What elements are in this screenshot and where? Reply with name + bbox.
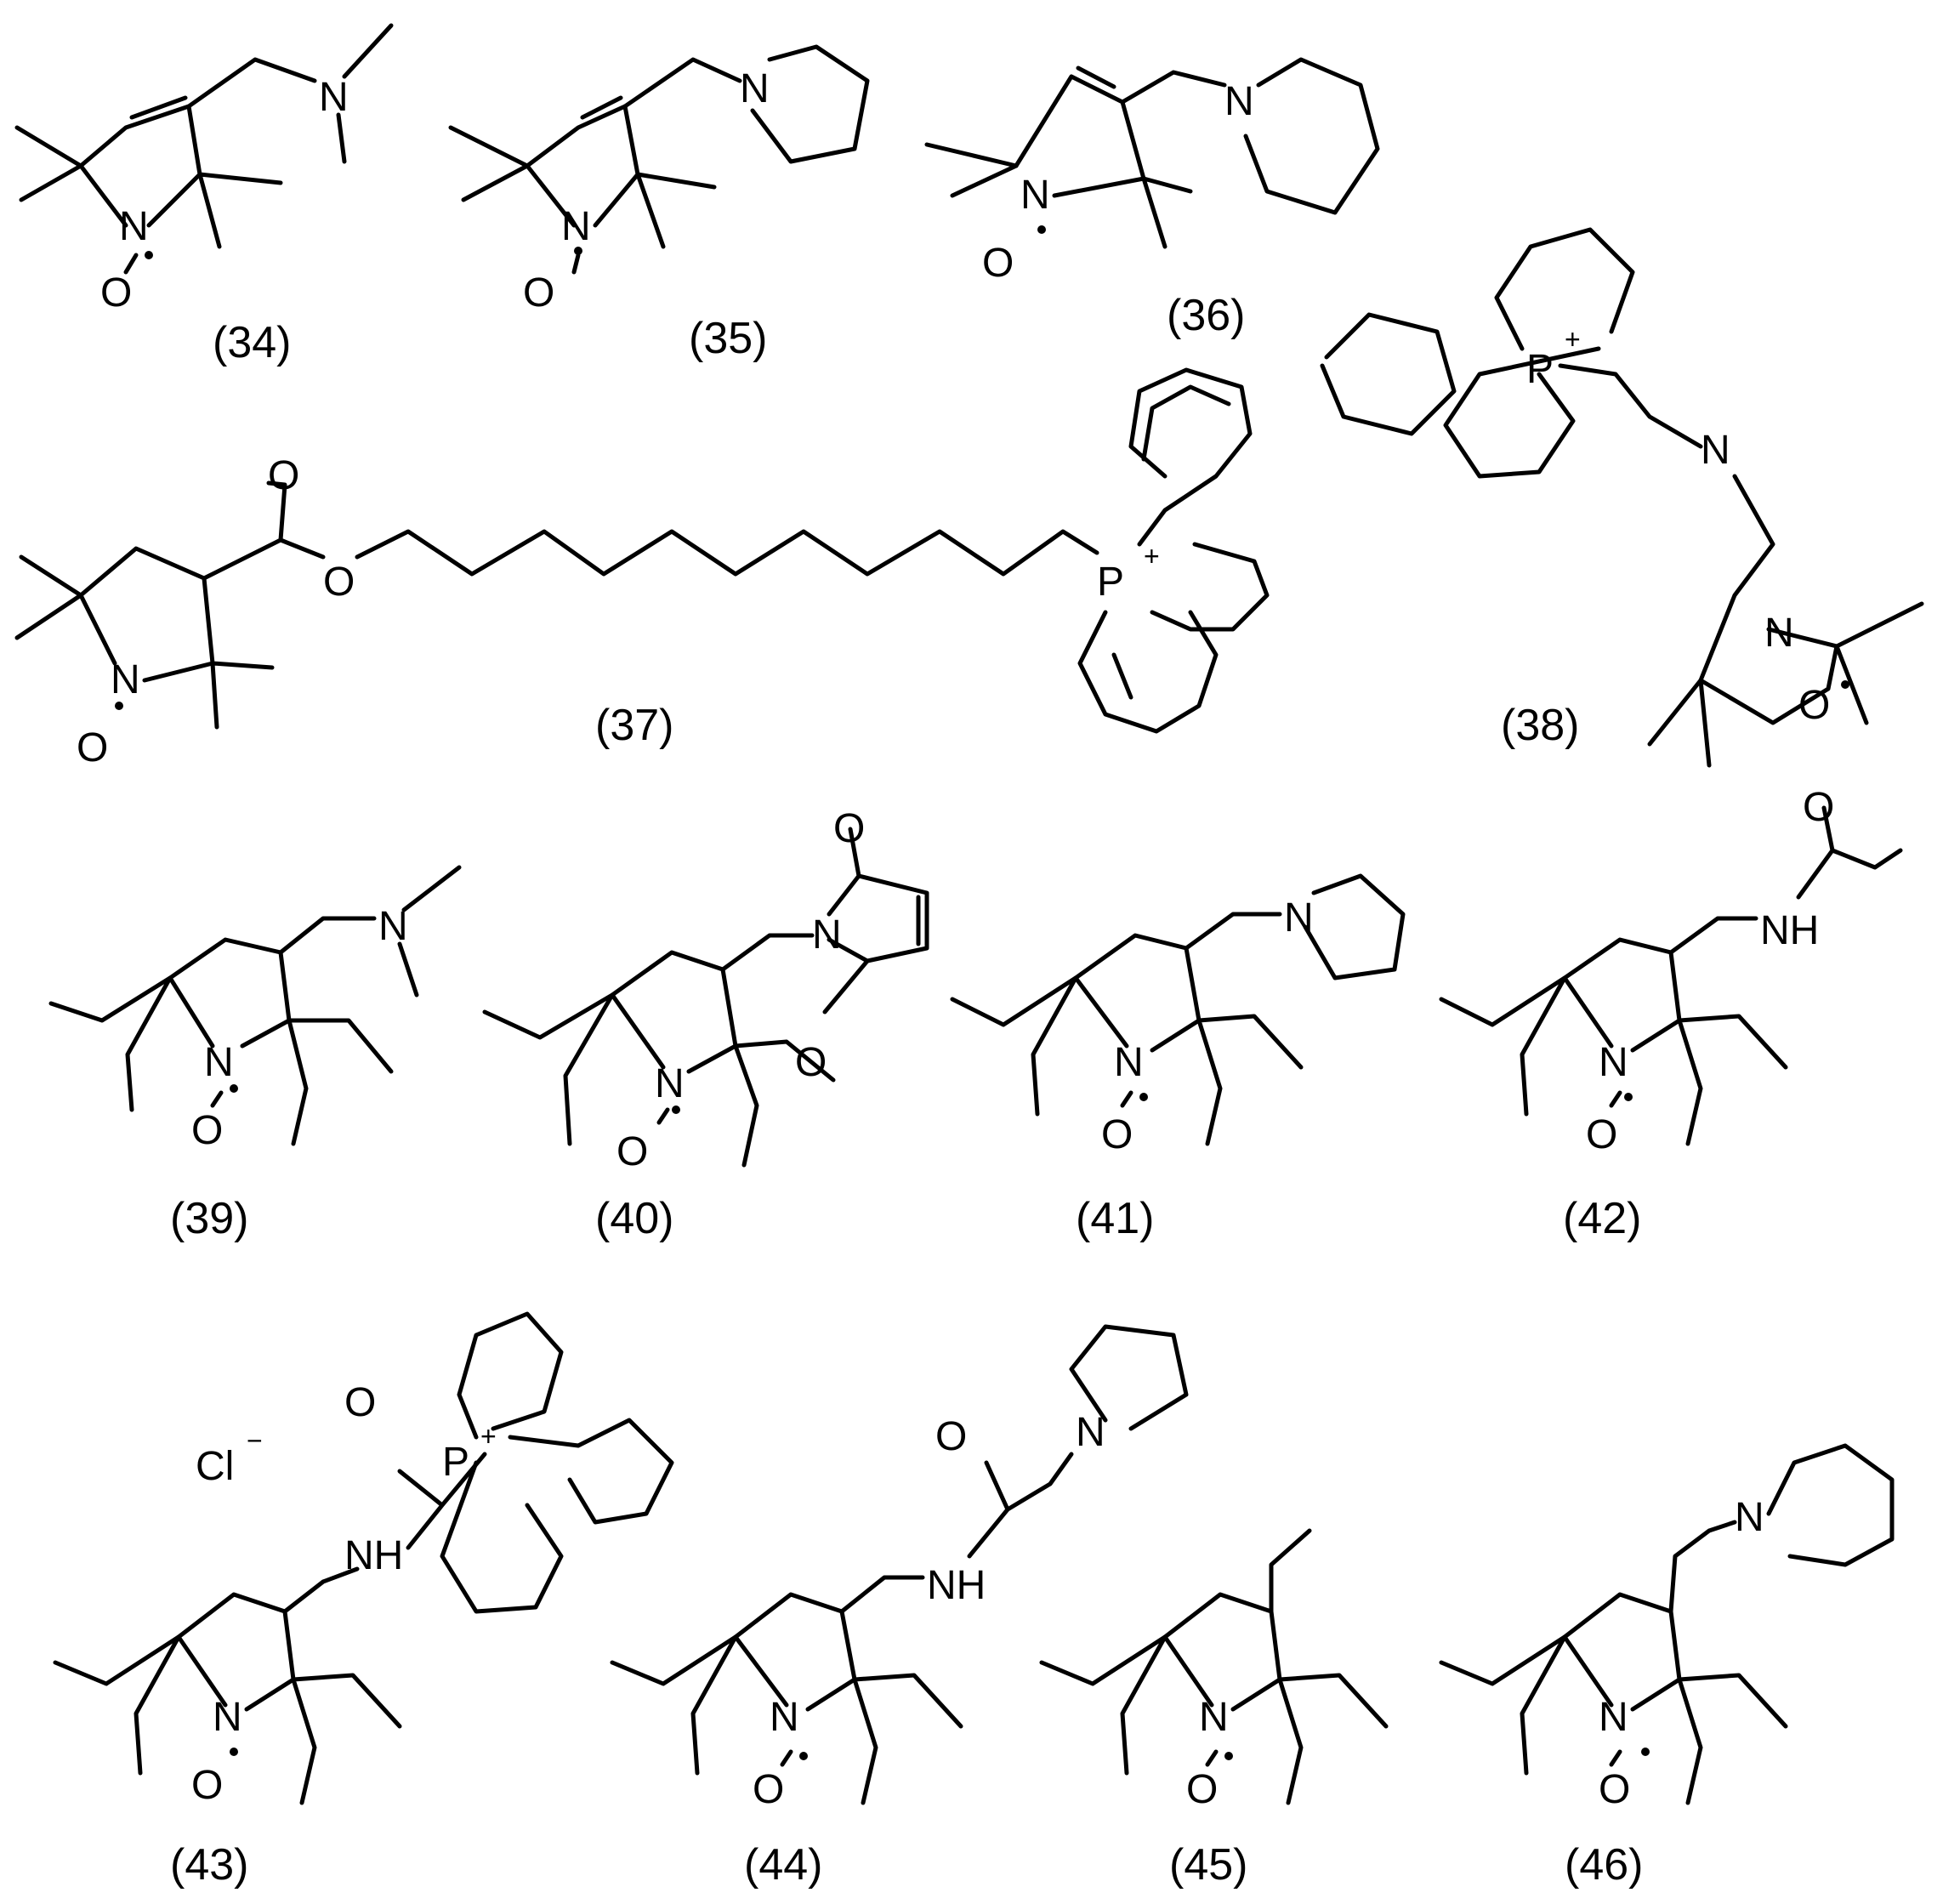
- radical-dot: [1841, 680, 1849, 689]
- atom-p: P: [442, 1440, 469, 1485]
- atom-n: N: [1735, 1495, 1764, 1540]
- atom-n: N: [740, 66, 770, 111]
- radical-dot: [1139, 1093, 1148, 1101]
- radical-dot: [1624, 1093, 1633, 1101]
- atom-o: O: [982, 241, 1014, 286]
- radical-dot: [1641, 1748, 1650, 1756]
- radical-dot: [574, 247, 582, 255]
- atom-n: N: [1199, 1695, 1229, 1740]
- compound-44: N NH O N O (44): [610, 1324, 1189, 1890]
- compound-label-37: (37): [595, 701, 673, 750]
- atom-n: N: [1599, 1695, 1628, 1740]
- atom-n: N: [770, 1695, 799, 1740]
- atom-o: O: [323, 560, 355, 605]
- compound-45: N O (45): [1039, 1528, 1389, 1890]
- compound-43: N NH O P + O Cl − (43): [53, 1311, 674, 1890]
- atom-p: P: [1097, 560, 1124, 605]
- compound-35: N N O (35): [448, 44, 870, 363]
- compound-label-43: (43): [170, 1840, 248, 1890]
- atom-o: O: [100, 270, 132, 315]
- compound-label-36: (36): [1167, 291, 1245, 340]
- compound-36: N N O (36): [924, 57, 1380, 340]
- atom-n: N: [1076, 1410, 1105, 1455]
- compound-34: N N O (34): [14, 23, 394, 367]
- atom-o: O: [268, 453, 299, 498]
- compound-label-46: (46): [1565, 1840, 1643, 1890]
- compound-label-42: (42): [1563, 1194, 1641, 1243]
- atom-n: N: [213, 1695, 242, 1740]
- radical-dot: [1224, 1752, 1233, 1760]
- radical-dot: [799, 1752, 808, 1760]
- compound-37: P + O O N O (37): [14, 367, 1270, 770]
- compound-46: N N O (46): [1439, 1443, 1895, 1890]
- atom-n: N: [1599, 1040, 1628, 1085]
- atom-o: O: [191, 1108, 223, 1153]
- atom-n: N: [1224, 79, 1254, 124]
- charge-plus: +: [1565, 324, 1581, 355]
- atom-o: O: [1101, 1112, 1133, 1157]
- radical-dot: [672, 1105, 680, 1114]
- compound-38: P + N N O (38): [1320, 227, 1924, 768]
- compound-41: N N O (41): [950, 873, 1406, 1243]
- radical-dot: [1037, 225, 1046, 234]
- atom-n: N: [111, 657, 140, 702]
- atom-p: P: [1526, 347, 1554, 392]
- compound-label-40: (40): [595, 1194, 673, 1243]
- atom-o: O: [833, 806, 865, 851]
- charge-plus: +: [1144, 541, 1160, 571]
- atom-o: O: [344, 1380, 376, 1425]
- radical-dot: [230, 1084, 238, 1093]
- atom-o: O: [1798, 683, 1830, 728]
- atom-n: N: [204, 1040, 234, 1085]
- atom-o: O: [616, 1129, 648, 1174]
- atom-n: N: [812, 912, 842, 958]
- atom-o: O: [795, 1040, 827, 1085]
- atom-o: O: [77, 725, 108, 770]
- atom-o: O: [935, 1414, 967, 1459]
- radical-dot: [230, 1748, 238, 1756]
- compound-label-39: (39): [170, 1194, 248, 1243]
- atom-n: N: [1114, 1040, 1144, 1085]
- atom-nh: NH: [344, 1533, 403, 1578]
- charge-plus: +: [480, 1421, 497, 1452]
- atom-n: N: [1020, 173, 1050, 218]
- compound-39: N N O (39): [48, 865, 462, 1243]
- compound-42: N NH O O (42): [1439, 785, 1903, 1243]
- compound-label-45: (45): [1169, 1840, 1247, 1890]
- atom-n: N: [119, 204, 149, 249]
- atom-o: O: [1586, 1112, 1617, 1157]
- atom-n: N: [319, 75, 349, 120]
- atom-nh: NH: [1760, 908, 1819, 953]
- compound-label-44: (44): [744, 1840, 822, 1890]
- atom-cl: Cl: [196, 1444, 234, 1489]
- atom-n: N: [1764, 611, 1794, 656]
- atom-n: N: [561, 204, 591, 249]
- atom-o: O: [1186, 1767, 1218, 1812]
- atom-n: N: [1284, 895, 1314, 941]
- compound-label-34: (34): [213, 318, 291, 367]
- radical-dot: [115, 702, 123, 710]
- atom-o: O: [753, 1767, 784, 1812]
- charge-minus: −: [247, 1425, 263, 1456]
- atom-o: O: [1599, 1767, 1630, 1812]
- compound-40: N N O O O (40): [482, 806, 929, 1243]
- atom-o: O: [523, 270, 554, 315]
- atom-o: O: [1803, 785, 1834, 830]
- atom-n: N: [655, 1061, 685, 1106]
- atom-n: N: [1701, 428, 1730, 473]
- atom-n: N: [378, 904, 408, 949]
- compound-label-41: (41): [1076, 1194, 1154, 1243]
- radical-dot: [145, 251, 153, 259]
- atom-o: O: [191, 1763, 223, 1808]
- compound-label-38: (38): [1501, 701, 1579, 750]
- compound-label-35: (35): [689, 314, 767, 363]
- atom-nh: NH: [927, 1563, 986, 1608]
